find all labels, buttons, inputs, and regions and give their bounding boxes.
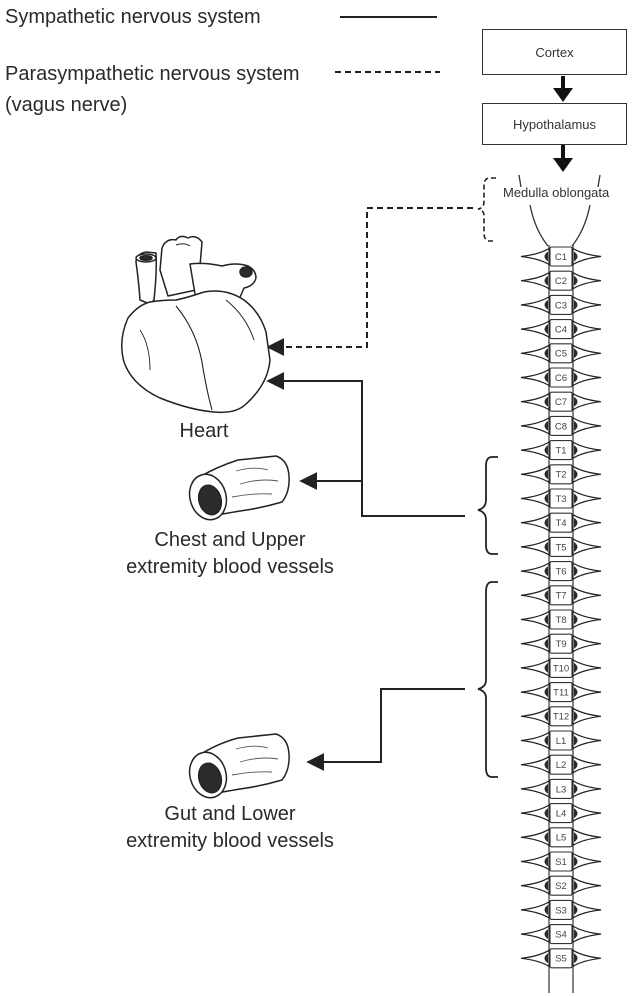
vertebra-t7: T7 <box>521 586 601 605</box>
vertebra-t4: T4 <box>521 513 601 532</box>
vertebra-label: C8 <box>555 421 567 432</box>
sympathetic-path-gut-vessels <box>308 689 465 762</box>
vertebra-label: S5 <box>555 954 567 965</box>
vertebra-label: S4 <box>555 930 567 941</box>
vertebra-c4: C4 <box>521 320 601 339</box>
vertebra-label: L4 <box>556 809 567 820</box>
vertebra-l3: L3 <box>521 779 601 798</box>
vertebra-c3: C3 <box>521 295 601 314</box>
vertebra-s5: S5 <box>521 949 601 968</box>
vertebra-label: C5 <box>555 349 567 360</box>
vertebra-l2: L2 <box>521 755 601 774</box>
gut-vessels-label: Gut and Lower extremity blood vessels <box>100 801 360 855</box>
vertebra-t1: T1 <box>521 441 601 460</box>
vertebra-t11: T11 <box>521 683 601 702</box>
legend-parasympathetic-label: Parasympathetic nervous system <box>5 62 300 86</box>
cortex-box: Cortex <box>482 29 627 75</box>
vertebra-c2: C2 <box>521 271 601 290</box>
vertebra-label: T1 <box>555 446 566 457</box>
vertebra-label: T2 <box>555 470 566 481</box>
brace-t1-t5 <box>478 457 498 554</box>
vertebra-label: C7 <box>555 397 567 408</box>
vertebra-c5: C5 <box>521 344 601 363</box>
cortex-to-hypothalamus-arrow <box>553 76 573 102</box>
vertebra-label: C4 <box>555 325 567 336</box>
vertebra-label: C3 <box>555 300 567 311</box>
vertebra-s3: S3 <box>521 900 601 919</box>
medulla-funnel <box>530 205 590 246</box>
vertebra-label: L2 <box>556 760 567 771</box>
heart-label: Heart <box>144 418 264 445</box>
gut-vessels-line2: extremity blood vessels <box>100 828 360 855</box>
chest-vessels-line2: extremity blood vessels <box>100 554 360 581</box>
vertebra-t12: T12 <box>521 707 601 726</box>
vertebra-t5: T5 <box>521 537 601 556</box>
chest-vessels-line1: Chest and Upper <box>100 527 360 554</box>
vertebra-label: T12 <box>553 712 569 723</box>
vertebra-c8: C8 <box>521 416 601 435</box>
vertebra-c1: C1 <box>521 247 601 266</box>
brace-t6-l2 <box>478 582 498 777</box>
vertebra-l1: L1 <box>521 731 601 750</box>
hypothalamus-box: Hypothalamus <box>482 103 627 145</box>
vertebra-label: S2 <box>555 881 567 892</box>
cortex-label: Cortex <box>535 45 573 60</box>
vertebra-t2: T2 <box>521 465 601 484</box>
vertebra-label: L1 <box>556 736 567 747</box>
vertebra-s1: S1 <box>521 852 601 871</box>
medulla-label: Medulla oblongata <box>503 185 609 200</box>
vertebra-label: C1 <box>555 252 567 263</box>
vertebra-label: T7 <box>555 591 566 602</box>
heart-illustration <box>122 236 270 412</box>
vertebra-t8: T8 <box>521 610 601 629</box>
vertebra-label: L5 <box>556 833 567 844</box>
spinal-column: C1C2C3C4C5C6C7C8T1T2T3T4T5T6T7T8T9T10T11… <box>521 245 601 993</box>
vertebra-t6: T6 <box>521 562 601 581</box>
vertebra-s4: S4 <box>521 925 601 944</box>
vertebra-label: C6 <box>555 373 567 384</box>
vertebra-c6: C6 <box>521 368 601 387</box>
vertebra-label: S1 <box>555 857 567 868</box>
vertebra-label: T6 <box>555 567 566 578</box>
vertebra-label: T8 <box>555 615 566 626</box>
vertebra-label: L3 <box>556 784 567 795</box>
vertebra-label: T11 <box>553 688 569 699</box>
sympathetic-path-heart <box>268 381 465 516</box>
vertebra-c7: C7 <box>521 392 601 411</box>
chest-vessels-label: Chest and Upper extremity blood vessels <box>100 527 360 581</box>
vertebra-label: C2 <box>555 276 567 287</box>
vertebra-label: T4 <box>555 518 566 529</box>
legend-vagus-label: (vagus nerve) <box>5 93 127 117</box>
gut-vessels-line1: Gut and Lower <box>100 801 360 828</box>
vertebra-label: T5 <box>555 542 566 553</box>
gut-vessel-illustration <box>184 734 289 802</box>
vagus-dashed-path <box>268 208 473 347</box>
vertebra-label: T10 <box>553 663 569 674</box>
hypothalamus-to-medulla-arrow <box>553 145 573 172</box>
vertebra-t9: T9 <box>521 634 601 653</box>
vertebra-s2: S2 <box>521 876 601 895</box>
medulla-brace <box>478 178 496 241</box>
vertebra-label: T3 <box>555 494 566 505</box>
vertebra-t3: T3 <box>521 489 601 508</box>
vertebra-l4: L4 <box>521 804 601 823</box>
vertebra-label: T9 <box>555 639 566 650</box>
vertebra-t10: T10 <box>521 658 601 677</box>
legend-sympathetic-label: Sympathetic nervous system <box>5 5 261 29</box>
hypothalamus-label: Hypothalamus <box>513 117 596 132</box>
vertebra-label: S3 <box>555 905 567 916</box>
chest-vessel-illustration <box>184 456 289 524</box>
vertebra-l5: L5 <box>521 828 601 847</box>
